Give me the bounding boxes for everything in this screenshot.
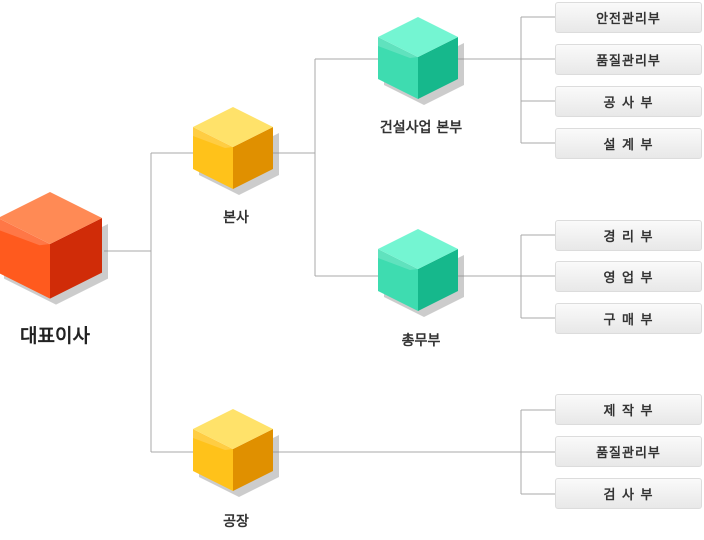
cube-highlight xyxy=(378,249,418,270)
dept-box: 품질관리부 xyxy=(555,436,702,467)
cube-face-left xyxy=(378,37,418,99)
cube-face-left xyxy=(193,127,233,189)
cube-face-top xyxy=(193,409,273,449)
cube-face-left xyxy=(0,218,50,299)
cube-face-left xyxy=(378,249,418,311)
cube-highlight xyxy=(378,37,418,58)
dept-box: 검 사 부 xyxy=(555,478,702,509)
dept-box: 설 계 부 xyxy=(555,128,702,159)
label-construction: 건설사업 본부 xyxy=(379,120,463,136)
dept-box: 품질관리부 xyxy=(555,44,702,75)
cube-hq xyxy=(193,107,279,195)
cube-face-top xyxy=(0,191,102,244)
cube-face-top xyxy=(193,107,273,147)
label-hq: 본사 xyxy=(223,210,249,226)
dept-box: 영 업 부 xyxy=(555,261,702,292)
label-factory: 공장 xyxy=(223,514,249,530)
label-ceo: 대표이사 xyxy=(20,325,90,347)
dept-box: 경 리 부 xyxy=(555,220,702,251)
dept-box: 안전관리부 xyxy=(555,2,702,33)
cube-face-right xyxy=(50,217,102,299)
cube-factory xyxy=(193,409,279,497)
cube-highlight xyxy=(0,218,50,245)
dept-box: 공 사 부 xyxy=(555,86,702,117)
cube-highlight xyxy=(193,429,233,450)
dept-box: 제 작 부 xyxy=(555,394,702,425)
cube-face-right xyxy=(418,249,458,311)
cube-face-right xyxy=(233,127,273,189)
cube-face-top xyxy=(378,229,458,269)
cube-face-left xyxy=(193,429,233,491)
cube-face-right xyxy=(418,37,458,99)
cube-face-right xyxy=(233,429,273,491)
cube-general-affairs xyxy=(378,229,464,317)
label-general-affairs: 총무부 xyxy=(401,333,441,349)
cube-face-top xyxy=(378,17,458,57)
dept-box: 구 매 부 xyxy=(555,303,702,334)
cube-ceo xyxy=(0,191,108,305)
cube-construction xyxy=(378,17,464,105)
cube-highlight xyxy=(193,127,233,148)
